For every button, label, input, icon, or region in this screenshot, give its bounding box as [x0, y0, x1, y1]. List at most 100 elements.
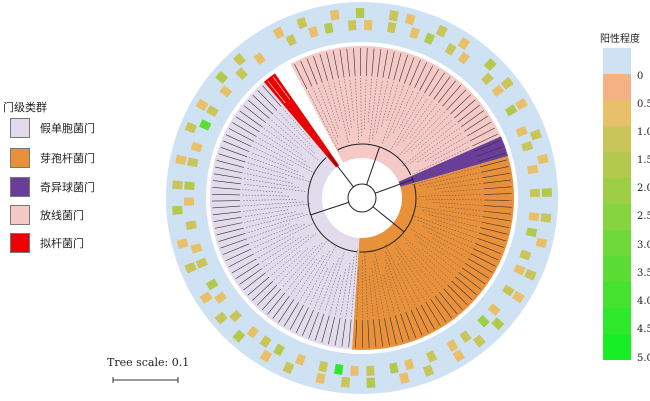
heat-cell [235, 67, 248, 81]
leaf-branch [328, 82, 340, 122]
clade-stem [310, 201, 351, 216]
legend-item-bacteroidota: 拟杆菌门 [10, 233, 84, 253]
leaf-label-mark [457, 104, 480, 123]
leaf-branch [392, 89, 414, 134]
leaf-label-mark [377, 49, 382, 78]
leaf-label-mark [216, 227, 244, 236]
leaf-branch [386, 83, 399, 121]
leaf-label-mark [247, 276, 270, 296]
leaf-label-mark [482, 216, 511, 222]
heat-cell [214, 311, 228, 325]
leaf-label-mark [409, 59, 421, 86]
leaf-label-mark [223, 140, 250, 152]
leaf-branch [248, 157, 304, 178]
leaf-branch [434, 219, 478, 233]
leaf-branch [242, 201, 304, 207]
heat-cell [519, 249, 532, 261]
heat-cell [452, 349, 465, 363]
leaf-label-mark [232, 122, 257, 137]
leaf-branch [387, 87, 409, 139]
heat-cell [350, 365, 359, 376]
heat-cell [273, 343, 285, 357]
leaf-label-mark [420, 304, 435, 330]
leaf-branch [398, 263, 421, 304]
leaf-branch [250, 224, 298, 244]
heat-cell [541, 188, 552, 197]
clade-stem [371, 205, 405, 233]
leaf-branch [304, 246, 336, 304]
heat-cell [481, 72, 494, 86]
heat-cell [388, 10, 399, 22]
heat-cell [259, 335, 272, 349]
heat-cell [524, 268, 537, 281]
leaf-branch [243, 178, 299, 188]
heat-cell [515, 98, 528, 111]
leaf-branch [369, 275, 374, 318]
root-node [347, 183, 377, 213]
scale-tick-label: 4.5 [637, 324, 650, 335]
leaf-branch [394, 241, 434, 295]
leaf-label-mark [212, 180, 241, 185]
scale-segment [603, 334, 631, 360]
leaf-branch [434, 183, 482, 190]
leaf-branch [432, 141, 469, 161]
leaf-label-mark [212, 205, 241, 209]
leaf-branch [422, 210, 480, 222]
heat-cell [195, 98, 209, 112]
leaf-label-mark [215, 222, 243, 229]
heat-cell [246, 325, 260, 339]
leaf-branch [263, 235, 310, 268]
scale-tick-label: 2.5 [637, 211, 650, 222]
leaf-label-mark [252, 94, 274, 115]
leaf-label-mark [455, 276, 477, 296]
heat-cell [232, 329, 246, 343]
heat-cell [206, 104, 219, 117]
leaf-label-mark [454, 99, 476, 119]
heat-cell [315, 372, 326, 385]
leaf-branch [338, 80, 350, 136]
heat-cell [513, 264, 526, 276]
scale-segment-empty [603, 48, 631, 74]
leaf-branch [286, 238, 329, 292]
leaf-label-mark [475, 243, 502, 255]
leaf-branch [250, 152, 299, 172]
leaf-branch [418, 194, 482, 197]
leaf-branch [309, 267, 328, 306]
heat-cell [525, 227, 538, 238]
heat-cell [515, 125, 528, 137]
leaf-label-mark [235, 263, 260, 280]
heat-cell [386, 21, 397, 34]
leaf-label-mark [215, 166, 243, 174]
leaf-label-mark [367, 319, 370, 348]
leaf-branch [278, 111, 313, 147]
leaf-label-mark [218, 233, 246, 242]
heat-cell [195, 257, 208, 269]
leaf-branch [282, 107, 310, 139]
leaf-branch [286, 104, 330, 158]
leaf-branch [372, 79, 383, 139]
leaf-label-mark [450, 94, 471, 115]
positivity-color-scale [603, 48, 631, 360]
heat-cell [529, 129, 542, 141]
leaf-label-mark [319, 53, 329, 81]
leaf-label-mark [328, 316, 335, 345]
leaf-label-mark [306, 58, 318, 85]
leaf-label-mark [262, 85, 282, 107]
leaf-branch [270, 119, 319, 161]
heat-cell [459, 330, 472, 344]
leaf-label-mark [446, 89, 467, 111]
leaf-branch [344, 79, 352, 128]
leaf-branch [415, 235, 461, 267]
leaf-label-mark [414, 62, 427, 89]
leaf-label-mark [218, 153, 246, 163]
leaf-branch [290, 101, 328, 151]
leaf-branch [334, 269, 346, 316]
heat-cell [185, 220, 197, 230]
leaf-branch [367, 78, 372, 123]
leaf-branch [373, 260, 385, 317]
leaf-label-mark [355, 319, 357, 348]
leaf-label-mark [483, 210, 512, 215]
leaf-label-mark [308, 311, 319, 339]
heat-cell [487, 303, 501, 316]
heat-cell [323, 22, 334, 34]
